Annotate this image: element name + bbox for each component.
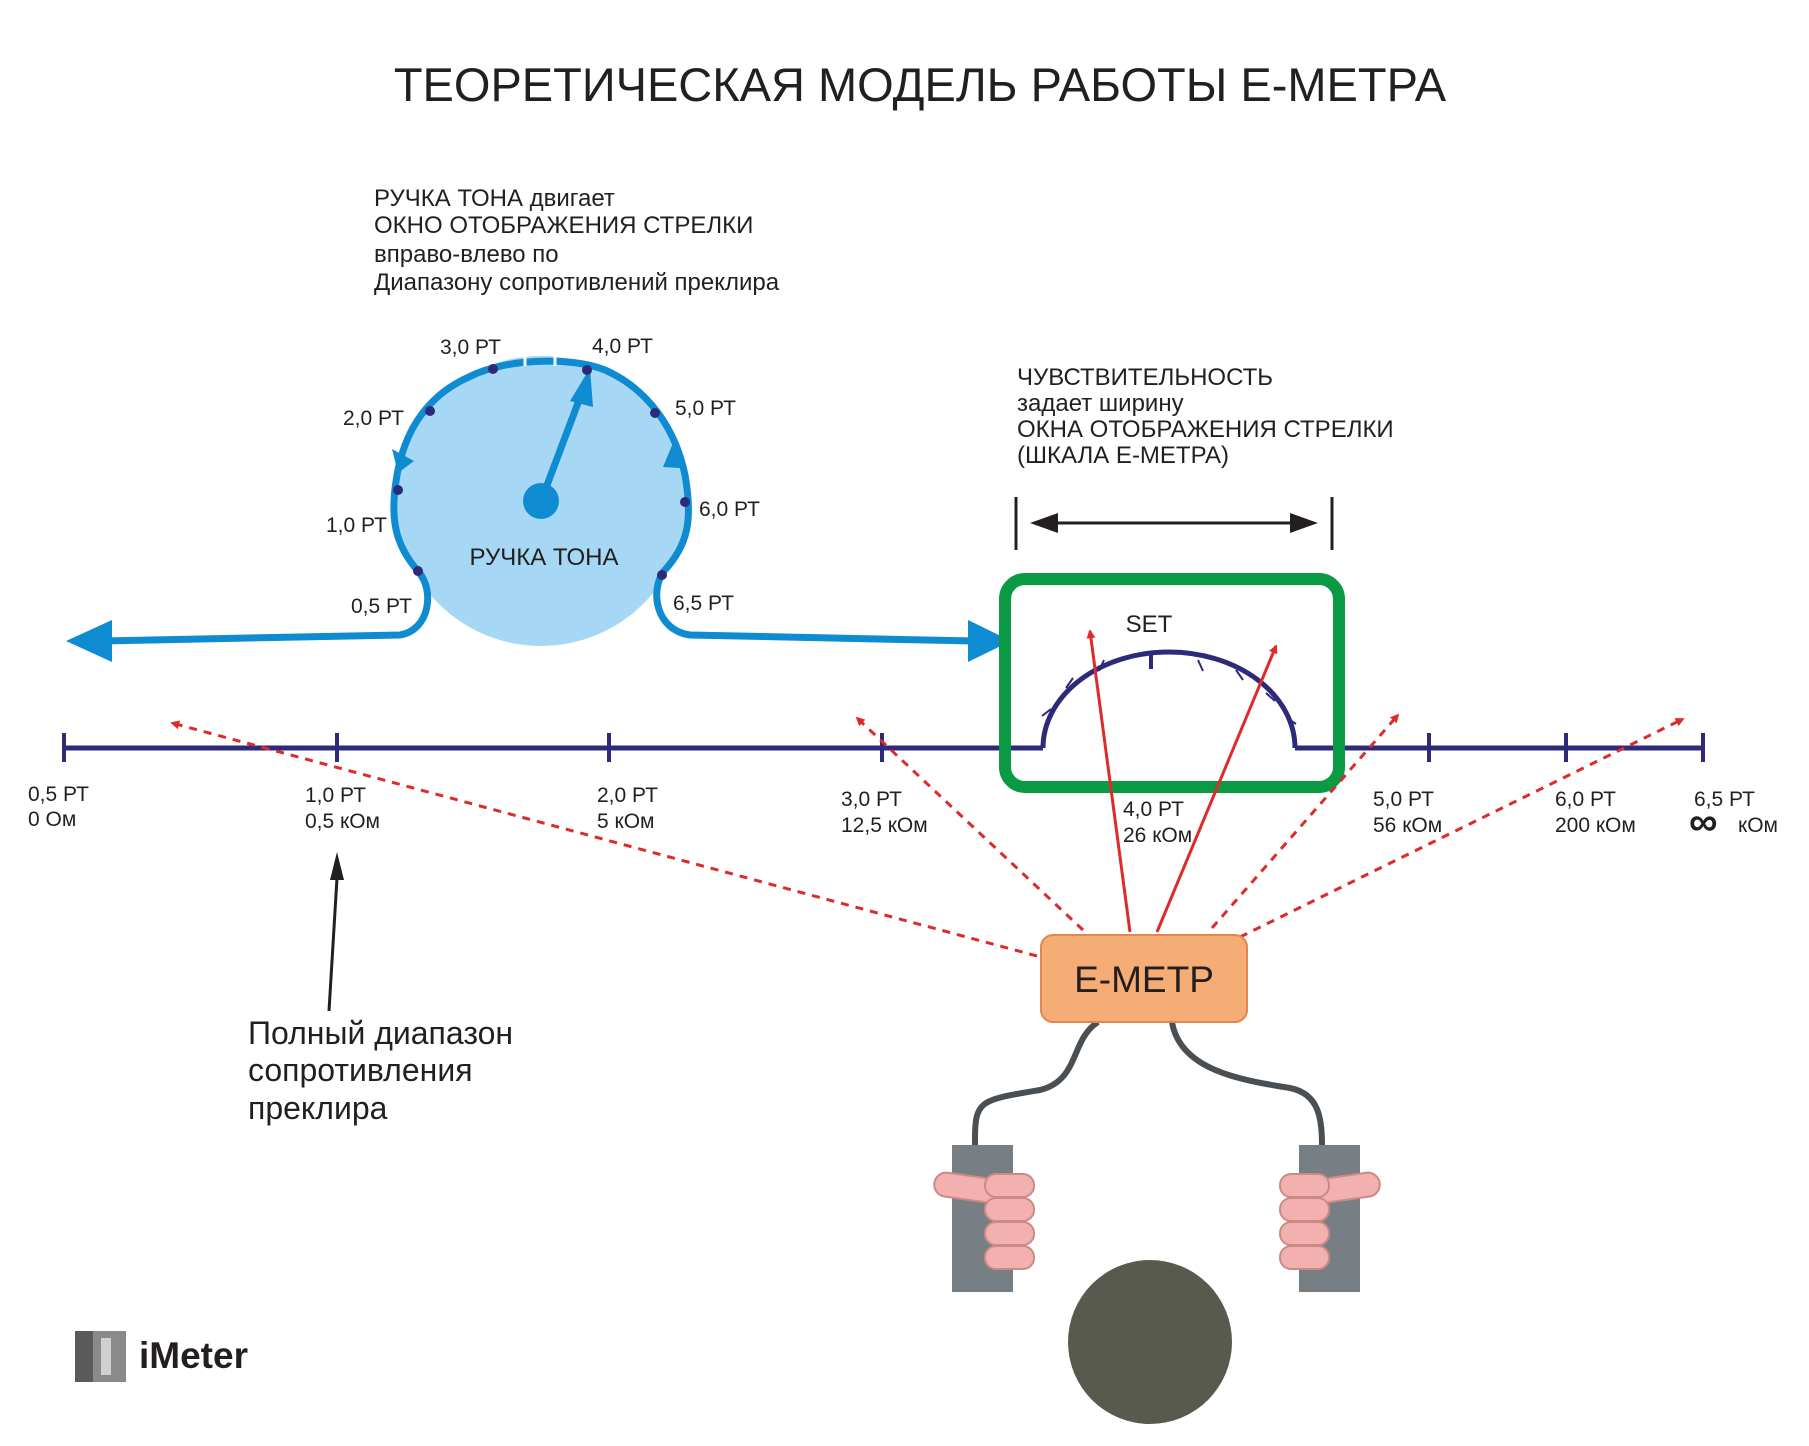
scale-res-label: 56 кОм bbox=[1373, 814, 1442, 837]
tone-knob-hub bbox=[523, 483, 559, 519]
svg-text:сопротивления: сопротивления bbox=[248, 1052, 473, 1088]
left-electrode bbox=[933, 1145, 1035, 1292]
svg-text:ОКНА ОТОБРАЖЕНИЯ СТРЕЛКИ: ОКНА ОТОБРАЖЕНИЯ СТРЕЛКИ bbox=[1017, 416, 1394, 443]
dial-label: 1,0 РТ bbox=[326, 514, 387, 537]
scale-ta-label: 1,0 РТ bbox=[305, 784, 366, 807]
tone-knob: РУЧКА ТОНА 0,5 РТ 1,0 РТ 2,0 РТ 3,0 РТ 4… bbox=[66, 335, 1011, 662]
dial-tick bbox=[1286, 717, 1297, 725]
right-electrode bbox=[1279, 1145, 1381, 1292]
needle-window: SET bbox=[999, 573, 1345, 793]
dial-dot-2-0 bbox=[425, 406, 435, 416]
finger bbox=[984, 1245, 1035, 1270]
finger bbox=[984, 1173, 1035, 1198]
svg-text:РУЧКА ТОНА двигает: РУЧКА ТОНА двигает bbox=[374, 185, 615, 212]
dial-tick bbox=[1065, 677, 1074, 689]
svg-text:ЧУВСТВИТЕЛЬНОСТЬ: ЧУВСТВИТЕЛЬНОСТЬ bbox=[1017, 364, 1273, 391]
scale-res-label: кОм bbox=[1738, 814, 1778, 837]
finger bbox=[1279, 1221, 1330, 1246]
infinity-symbol: ∞ bbox=[1689, 800, 1718, 844]
dial-label: 5,0 РТ bbox=[675, 397, 736, 420]
needle-window-frame bbox=[999, 573, 1345, 793]
svg-text:Полный диапазон: Полный диапазон bbox=[248, 1015, 513, 1051]
dial-label: 4,0 РТ bbox=[592, 335, 653, 358]
range-pointer-line bbox=[327, 877, 339, 1012]
emeter-box: Е-МЕТР bbox=[1040, 934, 1248, 1023]
scale-res-label: 26 кОм bbox=[1123, 824, 1192, 847]
dial-label: 0,5 РТ bbox=[351, 595, 412, 618]
pointer-range-lines bbox=[170, 713, 1685, 958]
set-label: SET bbox=[1126, 611, 1173, 638]
finger bbox=[984, 1197, 1035, 1222]
svg-text:(ШКАЛА Е-МЕТРА): (ШКАЛА Е-МЕТРА) bbox=[1017, 442, 1229, 469]
dial-dot-0-5 bbox=[413, 566, 423, 576]
dial-dot-6-5 bbox=[657, 570, 667, 580]
tone-knob-label: РУЧКА ТОНА bbox=[470, 544, 619, 571]
svg-text:Диапазону сопротивлений прекли: Диапазону сопротивлений преклира bbox=[374, 269, 780, 296]
sensitivity-note: ЧУВСТВИТЕЛЬНОСТЬ задает ширину ОКНА ОТОБ… bbox=[1017, 364, 1394, 469]
dial-dot-6-0 bbox=[680, 497, 690, 507]
svg-text:преклира: преклира bbox=[248, 1090, 388, 1126]
scale-ta-label: 0,5 РТ bbox=[28, 783, 89, 806]
svg-text:задает ширину: задает ширину bbox=[1017, 390, 1184, 417]
dial-tick bbox=[1265, 692, 1276, 702]
rotate-right-arrow bbox=[663, 443, 680, 468]
dial-dot-3-0 bbox=[488, 364, 498, 374]
scale-ta-label: 6,5 РТ bbox=[1694, 788, 1755, 811]
dial-tick bbox=[1235, 669, 1244, 681]
dial-label: 3,0 РТ bbox=[440, 336, 501, 359]
full-range-note: Полный диапазон сопротивления преклира bbox=[248, 852, 513, 1126]
scale-ta-label: 5,0 РТ bbox=[1373, 788, 1434, 811]
dotted-pointer-line bbox=[1210, 713, 1400, 929]
solid-pointer-line bbox=[1155, 644, 1278, 933]
dial-tick bbox=[1041, 708, 1052, 717]
scale-ta-label: 6,0 РТ bbox=[1555, 788, 1616, 811]
tone-band-left bbox=[99, 568, 432, 645]
svg-text:ОКНО ОТОБРАЖЕНИЯ СТРЕЛКИ: ОКНО ОТОБРАЖЕНИЯ СТРЕЛКИ bbox=[374, 212, 753, 239]
logo-text: iMeter bbox=[139, 1335, 248, 1376]
emeter-label: Е-МЕТР bbox=[1074, 959, 1214, 1000]
preclear-head bbox=[1068, 1260, 1232, 1424]
imeter-logo: iMeter bbox=[75, 1331, 248, 1382]
scale-res-label: 0 Ом bbox=[28, 808, 76, 831]
svg-text:вправо-влево по: вправо-влево по bbox=[374, 241, 559, 268]
needle-pointer-lines bbox=[1086, 629, 1278, 933]
finger bbox=[1279, 1173, 1330, 1198]
rotate-left-arrow bbox=[392, 449, 414, 473]
dial-label: 6,0 РТ bbox=[699, 498, 760, 521]
dial-tick bbox=[1197, 659, 1204, 672]
tone-knob-needle bbox=[537, 393, 585, 503]
dotted-pointer-line bbox=[1239, 717, 1685, 939]
cable-right bbox=[1169, 1021, 1325, 1149]
scale-res-label: 12,5 кОм bbox=[841, 814, 928, 837]
finger bbox=[1279, 1197, 1330, 1222]
scale-ta-label: 4,0 РТ bbox=[1123, 798, 1184, 821]
sensitivity-width-marker bbox=[1014, 497, 1334, 550]
scale-res-label: 0,5 кОм bbox=[305, 810, 380, 833]
finger bbox=[1279, 1245, 1330, 1270]
dial-dot-1-0 bbox=[393, 485, 403, 495]
diagram-title: ТЕОРЕТИЧЕСКАЯ МОДЕЛЬ РАБОТЫ Е-МЕТРА bbox=[394, 58, 1447, 111]
dial-dot-4-0 bbox=[582, 365, 592, 375]
scale-ta-label: 2,0 РТ bbox=[597, 784, 658, 807]
dial-label: 2,0 РТ bbox=[343, 407, 404, 430]
tone-band-right-arrowhead bbox=[968, 620, 1011, 662]
scale-res-label: 5 кОм bbox=[597, 810, 654, 833]
tone-arm-note: РУЧКА ТОНА двигает ОКНО ОТОБРАЖЕНИЯ СТРЕ… bbox=[374, 185, 780, 296]
finger bbox=[984, 1221, 1035, 1246]
dial-tick bbox=[1098, 659, 1105, 672]
dial-label: 6,5 РТ bbox=[673, 592, 734, 615]
resistance-scale: 0,5 РТ 0 Ом 1,0 РТ 0,5 кОм 2,0 РТ 5 кОм … bbox=[28, 733, 1778, 847]
tone-knob-track bbox=[390, 357, 693, 575]
meter-dial-arc bbox=[1040, 649, 1298, 749]
dial-dot-5-0 bbox=[650, 408, 660, 418]
dotted-pointer-line bbox=[170, 720, 1038, 958]
scale-ta-label: 3,0 РТ bbox=[841, 788, 902, 811]
solid-pointer-line bbox=[1086, 629, 1132, 933]
cable-left bbox=[972, 1019, 1100, 1148]
tone-knob-needle-head bbox=[570, 368, 593, 407]
scale-res-label: 200 кОм bbox=[1555, 814, 1636, 837]
range-pointer-head bbox=[330, 852, 344, 880]
dotted-pointer-line bbox=[855, 716, 1085, 932]
tone-band-left-arrowhead bbox=[66, 620, 112, 662]
